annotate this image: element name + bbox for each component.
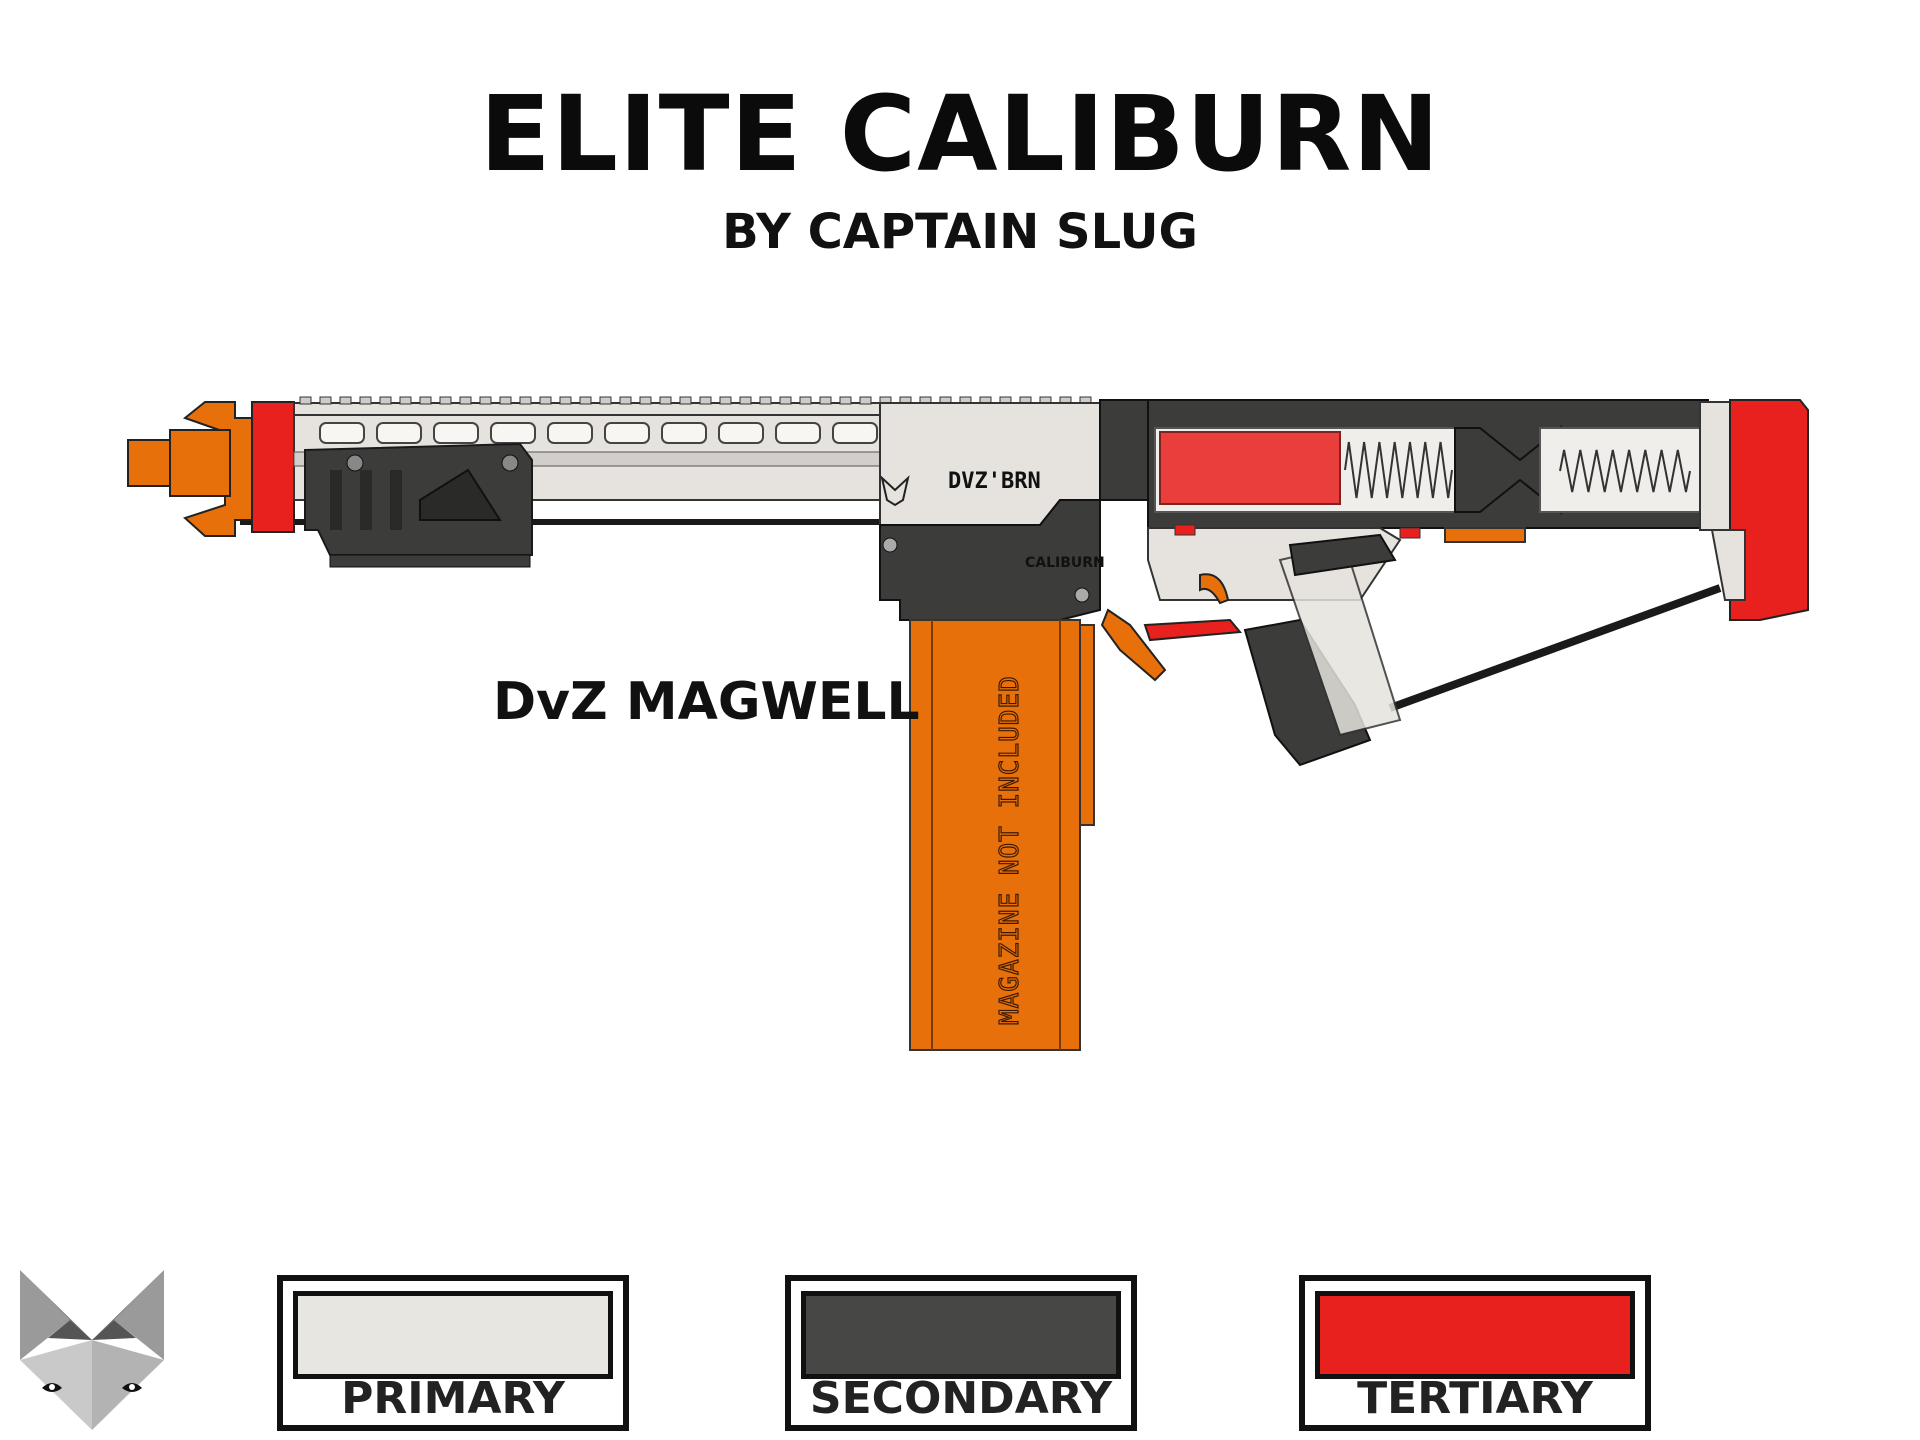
rail-tooth [499,396,512,405]
magazine-text: MAGAZINE NOT INCLUDED [995,675,1025,1025]
tactical-grip [304,442,533,568]
trigger [1199,573,1230,605]
rail-tooth [839,396,852,405]
rail-tooth [459,396,472,405]
magazine [909,619,1095,1051]
handguard-slot [490,422,536,444]
handguard-slot [604,422,650,444]
front-mount [251,401,295,533]
page-title: ELITE CALIBURN [479,73,1441,195]
handguard-slot [832,422,878,444]
swatch-primary-label: PRIMARY [341,1372,565,1424]
rail-tooth [339,396,352,405]
rail-tooth [619,396,632,405]
rail-tooth [799,396,812,405]
swatch-secondary: SECONDARY [785,1275,1137,1431]
swatch-secondary-color [801,1291,1121,1379]
mag-release [1100,608,1167,682]
rail-tooth [559,396,572,405]
rail-tooth [719,396,732,405]
rail-tooth [439,396,452,405]
lower-engraving: CALIBURN [1025,555,1105,571]
rail-tooth [679,396,692,405]
lower-receiver: CALIBURN [879,499,1105,621]
rail-tooth [579,396,592,405]
swatch-tertiary-label: TERTIARY [1357,1372,1593,1424]
fox-mark-icon [880,475,910,507]
rail-tooth [819,396,832,405]
stock-butt [1729,399,1809,621]
swatch-primary-color [293,1291,613,1379]
rail-tooth [759,396,772,405]
rail-tooth [699,396,712,405]
magwell-callout: DvZ MAGWELL [493,672,920,732]
rail-tooth [319,396,332,405]
handguard-slot [661,422,707,444]
rear-spring [1559,449,1691,493]
page-subtitle: BY CAPTAIN SLUG [722,204,1198,260]
rail-tooth [399,396,412,405]
rail-tooth [379,396,392,405]
rail-tooth [419,396,432,405]
plunger-tube [1159,431,1341,505]
stock-rod [1388,584,1722,712]
rail-tooth [479,396,492,405]
rail-tooth [359,396,372,405]
handguard-slot [433,422,479,444]
swatch-primary: PRIMARY [277,1275,629,1431]
rail-tooth [779,396,792,405]
rail-tooth [739,396,752,405]
rail-tooth [859,396,872,405]
rail-tooth [599,396,612,405]
handguard-slot [319,422,365,444]
blaster-illustration: DVZ'BRN CALIBURN MAGAZINE NOT INCLUDED [127,396,1809,1051]
receiver-engraving: DVZ'BRN [948,469,1041,494]
fox-head-icon [20,1270,164,1430]
spring [1344,441,1453,499]
rail-tooth [519,396,532,405]
rail-tooth [539,396,552,405]
handguard-slot [547,422,593,444]
rail-tooth [659,396,672,405]
rail-tooth [639,396,652,405]
handguard-slot [376,422,422,444]
swatch-tertiary-color [1315,1291,1635,1379]
handguard-slot [775,422,821,444]
swatch-tertiary: TERTIARY [1299,1275,1651,1431]
rail-tooth [299,396,312,405]
swatch-secondary-label: SECONDARY [809,1372,1113,1424]
muzzle-device [127,401,253,537]
handguard-slot [718,422,764,444]
charging-block [1099,399,1149,501]
